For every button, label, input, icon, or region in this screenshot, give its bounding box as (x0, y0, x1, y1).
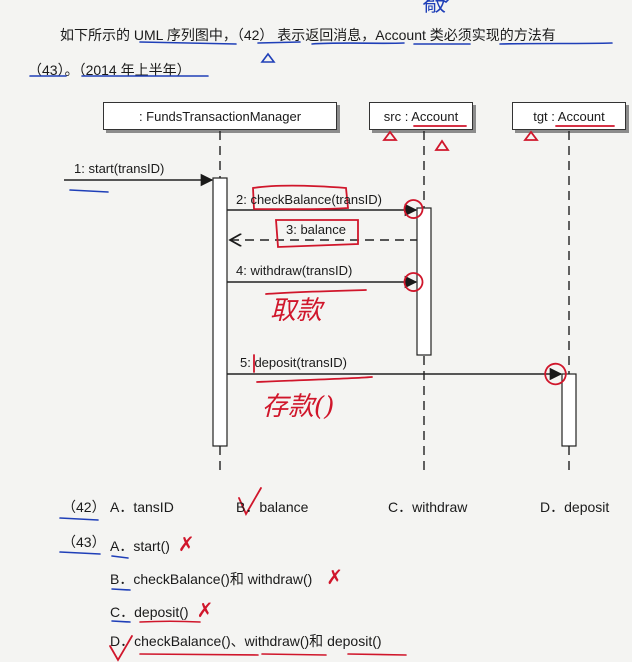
q43-option-b: B．checkBalance()和 withdraw() ✗ (110, 565, 343, 590)
option-text: start() (133, 538, 170, 554)
red-underline-43-d-2 (261, 653, 327, 656)
lifeline-label: : FundsTransactionManager (138, 108, 302, 124)
red-check-42b (238, 487, 262, 516)
blue-underline-42 (257, 41, 301, 44)
q43-option-c: C．deposit() ✗ (110, 598, 213, 623)
blue-underline-43-c (111, 620, 131, 623)
question-43-number: （43） (62, 534, 106, 550)
blue-underline-uml (139, 41, 237, 45)
question-line-1: 如下所示的 UML 序列图中，（42） 表示返回消息，Account 类必须实现… (60, 27, 556, 43)
red-circle-deposit-end (544, 362, 567, 386)
q42-option-a: A．tansID (110, 497, 174, 517)
option-text: balance (259, 499, 309, 515)
option-letter: B． (110, 571, 134, 587)
option-letter: D． (110, 633, 135, 649)
option-text: tansID (133, 499, 174, 515)
blue-underline-methods (499, 42, 613, 45)
option-letter: A． (110, 499, 134, 515)
red-underline-43-d-1 (139, 653, 259, 656)
red-triangle-mark-3 (523, 130, 539, 141)
blue-underline-answer-42 (59, 517, 99, 521)
blue-underline-43-a (111, 555, 129, 559)
option-letter: C． (110, 604, 135, 620)
option-text: withdraw (412, 499, 468, 515)
q42-option-b: B．balance (236, 497, 308, 517)
option-letter: A． (110, 538, 134, 554)
red-mark-43d (109, 635, 133, 662)
red-box-balance (275, 219, 359, 248)
message-label-check-balance: 2: checkBalance(transID) (236, 192, 382, 207)
option-text: checkBalance()、withdraw()和 deposit() (134, 633, 382, 649)
q42-option-d: D．deposit (540, 497, 609, 517)
blue-triangle-mark-42 (260, 52, 276, 63)
red-underline-43-d-3 (347, 653, 407, 656)
q43-option-a: A．start() ✗ (110, 532, 195, 557)
message-label-deposit: 5: deposit(transID) (240, 355, 347, 370)
question-line-2: （43）。（2014 年上半年） (28, 62, 191, 78)
option-letter: C． (388, 499, 413, 515)
red-underline-deposit (256, 376, 373, 383)
handwriting-withdraw-note: 取款 (270, 296, 323, 326)
lifeline-label: src : Account (383, 108, 459, 124)
handwriting-top: 敲 (424, 0, 447, 17)
q42-option-c: C．withdraw (388, 497, 467, 517)
blue-underline-start-msg (69, 189, 109, 193)
red-triangle-mark-2 (434, 139, 450, 151)
cross-mark-icon: ✗ (326, 567, 344, 589)
lifeline-header-funds-transaction-manager: : FundsTransactionManager (103, 102, 337, 130)
cross-mark-icon: ✗ (196, 600, 214, 622)
cross-mark-icon: ✗ (177, 534, 195, 556)
option-letter: D． (540, 499, 565, 515)
option-text: deposit() (134, 604, 189, 620)
red-underline-withdraw (265, 289, 367, 295)
lifeline-label: tgt : Account (533, 108, 605, 124)
red-underline-43-c (139, 620, 201, 623)
option-text: checkBalance()和 withdraw() (133, 571, 313, 587)
activation-bar-src (416, 207, 432, 356)
q43-option-d: D．checkBalance()、withdraw()和 deposit() (110, 631, 382, 651)
red-circle-withdraw-end (403, 272, 424, 292)
option-letter: B． (236, 499, 260, 515)
question-42-number: （42） (62, 499, 106, 515)
activation-bar-manager (212, 177, 228, 447)
red-box-check-balance (252, 184, 349, 211)
red-circle-check-balance-end (403, 199, 424, 219)
handwriting-deposit-note: 存款() (262, 392, 335, 422)
message-label-withdraw: 4: withdraw(transID) (236, 263, 353, 278)
message-label-balance: 3: balance (286, 222, 346, 237)
blue-underline-43-b (111, 588, 131, 591)
blue-underline-answer-43 (59, 551, 101, 555)
red-triangle-mark-1 (382, 130, 398, 141)
activation-bar-tgt (561, 373, 577, 447)
blue-underline-return-message (311, 42, 405, 45)
option-text: deposit (564, 499, 610, 515)
message-label-start: 1: start(transID) (74, 161, 165, 176)
